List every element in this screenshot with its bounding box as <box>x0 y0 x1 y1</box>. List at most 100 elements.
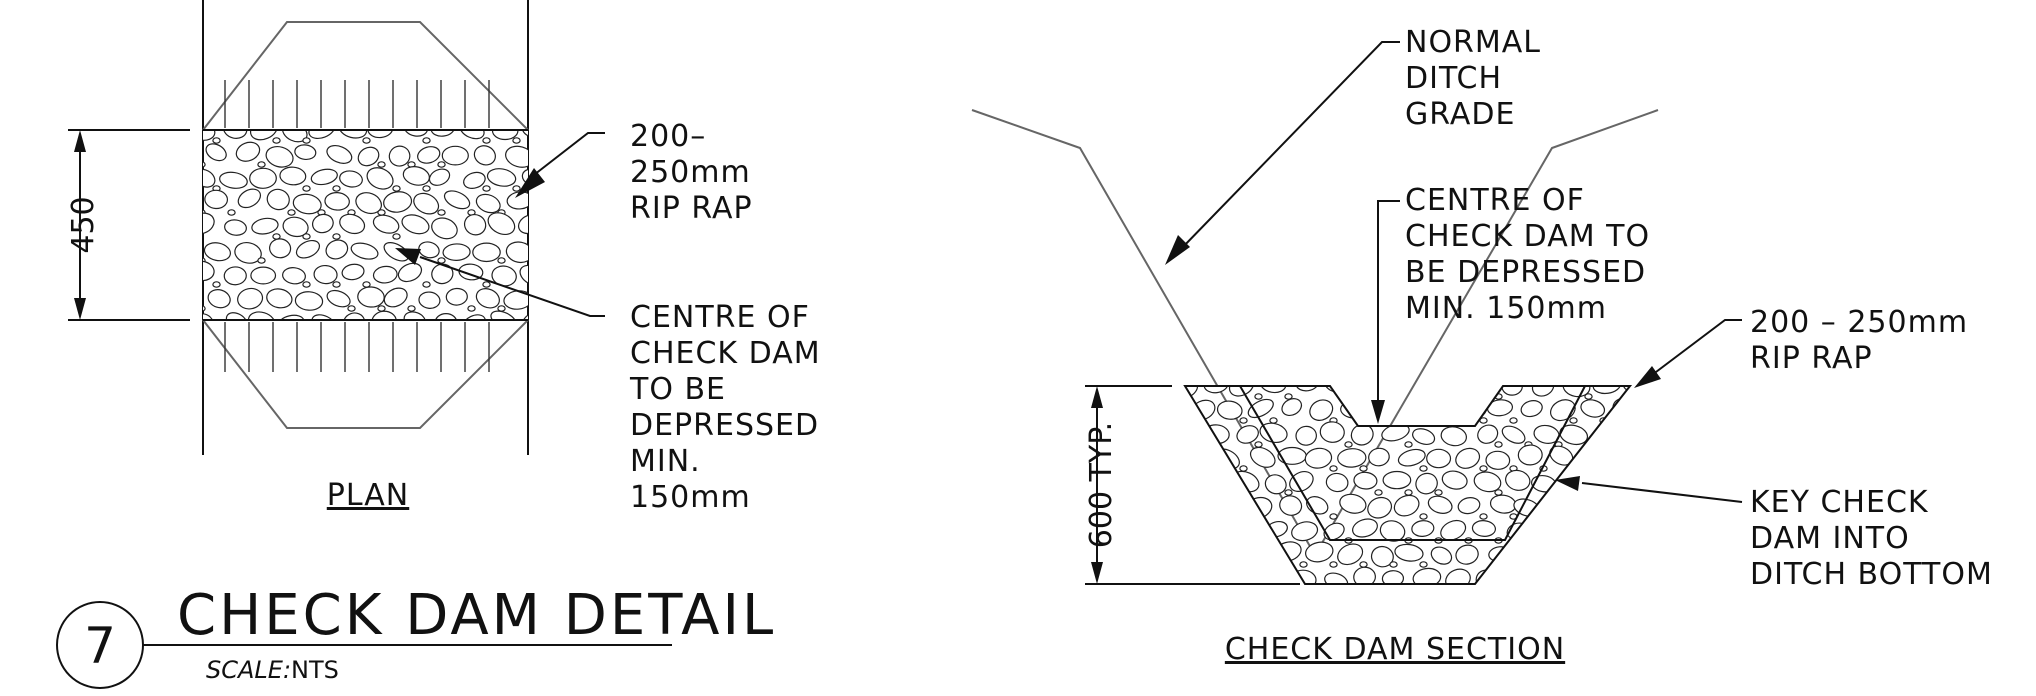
riprap-chip <box>1165 394 1172 399</box>
riprap-stone <box>475 288 500 309</box>
riprap-chip <box>302 185 311 192</box>
riprap-stone <box>203 168 216 188</box>
riprap-stone <box>1306 496 1329 515</box>
riprap-stone <box>1454 591 1481 615</box>
riprap-chip <box>543 330 550 335</box>
riprap-stone <box>402 166 430 186</box>
riprap-chip <box>1329 561 1338 568</box>
riprap-stone <box>517 214 528 235</box>
riprap-stone <box>1154 497 1181 514</box>
riprap-stone <box>357 333 385 356</box>
riprap-stone <box>322 338 351 358</box>
plan-riprap-leader <box>515 132 605 198</box>
riprap-stone <box>403 311 426 320</box>
riprap-stone <box>1250 542 1273 564</box>
riprap-stone <box>159 208 189 237</box>
riprap-stone <box>1339 493 1367 514</box>
riprap-chip <box>468 354 475 359</box>
section-key-trench <box>1239 385 1586 541</box>
riprap-chip <box>1435 586 1442 591</box>
riprap-chip <box>543 186 550 191</box>
riprap-stone <box>1535 521 1558 544</box>
riprap-stone <box>372 265 398 284</box>
riprap-chip <box>302 233 311 240</box>
riprap-stone <box>223 266 247 286</box>
riprap-stone <box>1295 425 1317 446</box>
riprap-stone <box>1520 400 1543 418</box>
riprap-chip <box>392 185 401 192</box>
riprap-stone <box>219 171 248 189</box>
riprap-stone <box>224 219 247 236</box>
riprap-chip <box>408 354 415 359</box>
riprap-chip <box>1254 441 1263 448</box>
riprap-chip <box>212 137 221 144</box>
section-dimension-600: 600 TYP. <box>1084 385 1300 585</box>
riprap-stone <box>418 241 440 259</box>
riprap-stone <box>1430 546 1453 565</box>
riprap-stone <box>1185 570 1200 584</box>
riprap-stone <box>1618 567 1630 583</box>
riprap-stone <box>1427 495 1453 514</box>
riprap-chip <box>302 281 311 288</box>
riprap-chip <box>482 281 491 288</box>
riprap-stone <box>533 188 564 212</box>
riprap-stone <box>442 333 476 363</box>
riprap-stone <box>1203 424 1230 445</box>
riprap-stone <box>158 258 191 287</box>
riprap-stone <box>292 193 322 215</box>
riprap-stone <box>350 242 379 260</box>
riprap-stone <box>357 286 385 308</box>
riprap-stone <box>1595 568 1621 584</box>
riprap-stone <box>539 339 561 357</box>
section-ditch-profile <box>971 109 1659 557</box>
riprap-chip <box>1345 586 1352 591</box>
riprap-stone <box>1485 450 1511 470</box>
riprap-stone <box>462 314 486 320</box>
riprap-stone <box>1622 518 1630 536</box>
riprap-stone <box>430 130 456 137</box>
riprap-chip <box>1359 465 1368 472</box>
riprap-stone <box>341 263 365 281</box>
riprap-chip <box>558 210 565 215</box>
section-key-leader <box>1555 476 1743 503</box>
riprap-chip <box>1630 610 1637 615</box>
riprap-chip <box>1419 513 1428 520</box>
riprap-chip <box>257 257 266 264</box>
riprap-chip <box>378 354 385 359</box>
section-dimension-label: 600 TYP. <box>1084 422 1119 548</box>
riprap-chip <box>1629 513 1630 520</box>
riprap-stone <box>1309 399 1334 421</box>
riprap-chip <box>1660 562 1667 567</box>
riprap-stone <box>383 191 413 213</box>
riprap-stone <box>1637 591 1664 616</box>
riprap-stone <box>1381 423 1410 442</box>
section-riprap-leader <box>1634 319 1742 388</box>
riprap-stone <box>326 144 353 164</box>
riprap-stone <box>1353 566 1376 584</box>
riprap-chip <box>1570 610 1577 615</box>
riprap-chip <box>422 281 431 288</box>
riprap-chip <box>558 354 565 359</box>
riprap-chip <box>407 305 416 312</box>
riprap-stone <box>505 145 528 168</box>
riprap-chip <box>512 185 521 192</box>
plan-centre-note: CENTRE OF CHECK DAM TO BE DEPRESSED MIN.… <box>629 300 831 515</box>
riprap-chip <box>1434 393 1443 400</box>
section-caption: CHECK DAM SECTION <box>1225 632 1565 667</box>
riprap-stone <box>1154 592 1181 612</box>
riprap-stone <box>428 168 451 186</box>
riprap-stone <box>1533 568 1561 584</box>
plan-view: 450 200– 250mm RIP RAP CENTRE OF CHECK D… <box>66 0 831 515</box>
riprap-stone <box>1156 443 1184 467</box>
riprap-chip <box>1660 610 1667 615</box>
riprap-chip <box>1509 417 1518 424</box>
riprap-stone <box>1368 447 1390 467</box>
riprap-stone <box>1426 401 1451 421</box>
detail-title: CHECK DAM DETAIL <box>177 583 776 648</box>
riprap-stone <box>1542 592 1571 616</box>
riprap-chip <box>558 258 565 263</box>
riprap-chip <box>377 305 386 312</box>
riprap-chip <box>1585 586 1592 591</box>
riprap-chip <box>1660 514 1667 519</box>
riprap-chip <box>1404 489 1413 496</box>
